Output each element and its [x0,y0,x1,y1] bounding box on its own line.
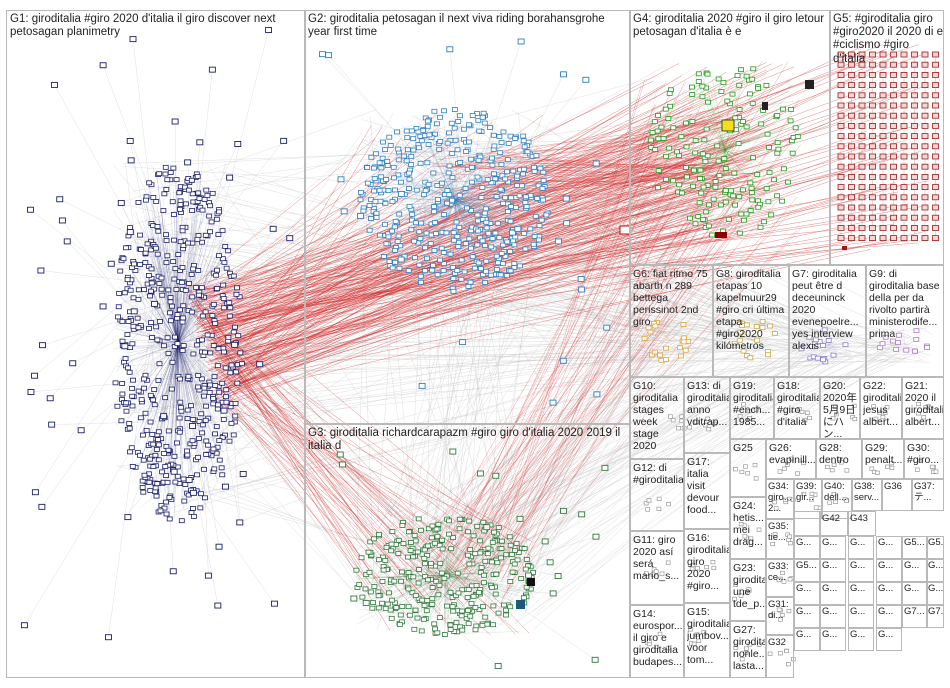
group-box-g38 [852,479,882,511]
group-box-g43 [848,511,876,536]
group-box-g15 [684,603,730,678]
small-group-cell [794,628,820,651]
group-box-g9 [866,265,944,377]
small-group-cell [794,605,820,628]
small-group-cell [876,536,902,559]
small-group-cell [848,605,874,628]
group-box-g4 [630,10,830,265]
group-box-g40 [822,479,852,519]
group-box-g21 [902,377,944,439]
group-box-g7 [789,265,866,377]
small-group-cell [876,605,902,628]
group-box-g27 [730,621,766,678]
group-box-g19 [730,377,774,439]
small-group-cell [820,559,846,582]
small-group-cell [820,605,846,628]
small-group-cell [902,559,928,582]
small-group-cell [848,628,874,651]
group-box-g23 [730,559,766,621]
group-box-g2 [305,10,630,424]
group-box-g13 [684,377,730,453]
group-box-g6 [630,265,713,377]
group-box-g12 [630,459,684,531]
group-box-g31 [766,597,794,635]
small-group-cell [820,582,846,605]
small-group-cell [820,628,846,651]
group-box-g5 [830,10,944,265]
small-group-cell [902,536,928,559]
small-group-cell [876,582,902,605]
group-box-g32 [766,635,794,678]
small-group-cell [902,582,928,605]
small-group-cell [794,582,820,605]
group-box-g3 [305,424,630,678]
group-box-g11 [630,531,684,605]
group-box-g34 [766,479,794,519]
group-box-g26 [766,439,816,479]
small-group-cell [820,536,846,559]
group-box-g8 [713,265,789,377]
group-box-g29 [862,439,904,479]
group-box-g33 [766,559,794,597]
group-box-g20 [820,377,860,439]
group-box-g18 [774,377,820,439]
small-group-cell [926,559,944,582]
small-group-cell [794,536,820,559]
group-box-g10 [630,377,684,459]
group-box-g36 [882,479,912,511]
small-group-cell [876,628,902,651]
group-box-g24 [730,497,766,559]
group-box-g22 [860,377,902,439]
group-box-g35 [766,519,794,559]
group-box-g14 [630,605,684,678]
group-box-g17 [684,453,730,529]
small-group-cell [876,559,902,582]
group-box-g39 [794,479,822,519]
group-box-g42-a [794,511,820,536]
small-group-cell [848,582,874,605]
group-box-g37 [912,479,944,511]
group-box-g42 [820,511,848,536]
group-box-g25 [730,439,766,497]
group-box-g30 [904,439,944,479]
group-box-g28 [816,439,862,479]
group-box-g16 [684,529,730,603]
small-group-cell [848,536,874,559]
small-group-cell [926,582,944,605]
small-group-cell [926,605,944,628]
small-group-cell [794,559,820,582]
small-group-cell [926,536,944,559]
small-group-cell [902,605,928,628]
small-group-cell [848,559,874,582]
group-box-g1 [6,10,305,678]
